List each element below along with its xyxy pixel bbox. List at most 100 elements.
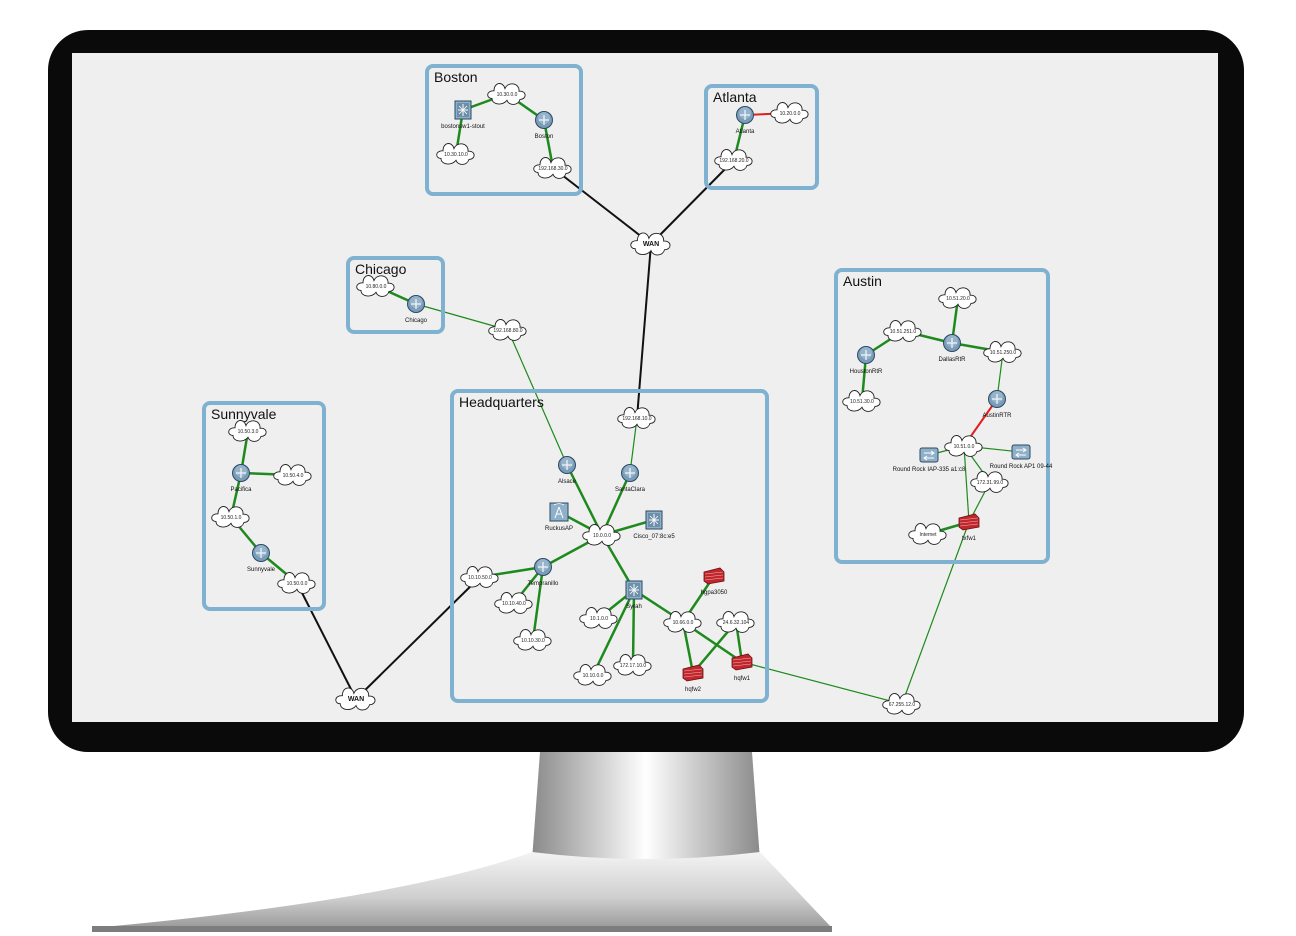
group-label: Sunnyvale — [211, 406, 277, 422]
subnet-label: 10.10.0.0 — [583, 673, 604, 679]
group-border — [836, 270, 1048, 562]
subnet-label: 10.10.40.0 — [502, 601, 526, 607]
link-h_syrah-h_c7[interactable] — [633, 590, 634, 665]
node-c_c1[interactable]: 10.80.0.0 — [357, 275, 394, 296]
node-c_rtr[interactable]: Chicago — [405, 296, 428, 325]
node-a_c2[interactable]: 192.168.20.0 — [715, 149, 752, 170]
subnet-label: 10.80.0.0 — [366, 284, 387, 290]
router-icon — [408, 296, 425, 313]
node-au_c5[interactable]: 10.51.0.0 — [945, 435, 982, 456]
subnet-label: Internet — [920, 532, 938, 538]
link-au_fw-h_c10[interactable] — [902, 522, 969, 704]
access-point-icon — [920, 448, 938, 462]
node-b_c2[interactable]: 10.30.10.0 — [437, 143, 474, 164]
node-b_rtr[interactable]: Boston — [535, 112, 554, 141]
node-label: hqfw2 — [685, 687, 702, 693]
node-wan_top[interactable]: WAN — [631, 233, 670, 255]
subnet-label: 10.50.4.0 — [283, 473, 304, 479]
node-h_c4[interactable]: 10.10.30.0 — [514, 629, 551, 650]
node-s_c4[interactable]: 10.50.0.0 — [278, 572, 315, 593]
node-s_c3[interactable]: 10.50.1.0 — [212, 506, 249, 527]
node-h_fw1[interactable]: hqfw1 — [732, 654, 752, 682]
node-au_hou[interactable]: HoustonRtR — [850, 347, 883, 376]
router-icon — [737, 107, 754, 124]
node-s_pac[interactable]: Pacifica — [230, 465, 252, 494]
subnet-label: 67.255.12.0 — [889, 702, 916, 708]
link-wan_bot-h_c2[interactable] — [356, 577, 480, 699]
node-c_c2[interactable]: 192.168.80.0 — [489, 319, 526, 340]
node-h_c3[interactable]: 10.10.40.0 — [495, 592, 532, 613]
subnet-label: 24.6.32.104 — [723, 620, 750, 626]
node-h_hgpa[interactable]: hgpa3050 — [701, 568, 728, 596]
node-s_c1[interactable]: 10.50.3.0 — [229, 420, 266, 441]
switch-icon — [646, 511, 662, 529]
node-au_c2[interactable]: 10.51.251.0 — [884, 320, 921, 341]
node-au_dal[interactable]: DallasRtR — [938, 335, 966, 364]
subnet-label: 10.0.0.0 — [593, 533, 611, 539]
node-au_c1[interactable]: 10.51.20.0 — [939, 287, 976, 308]
node-h_c2[interactable]: 10.10.50.0 — [461, 566, 498, 587]
node-h_alsace[interactable]: Alsace — [558, 457, 577, 486]
node-h_c10[interactable]: 67.255.12.0 — [883, 693, 920, 714]
group-label: Atlanta — [713, 89, 757, 105]
node-h_c8[interactable]: 10.66.0.0 — [664, 611, 701, 632]
link-b_c3-wan_top[interactable] — [553, 168, 651, 244]
node-au_fw[interactable]: txfw1 — [959, 514, 979, 542]
link-a_c2-wan_top[interactable] — [651, 160, 734, 244]
subnet-label: 192.168.80.0 — [493, 328, 522, 334]
group-label: Boston — [434, 69, 478, 85]
node-h_c6[interactable]: 10.10.0.0 — [574, 664, 611, 685]
router-icon — [559, 457, 576, 474]
link-s_c4-wan_bot[interactable] — [297, 583, 356, 699]
node-au_c6[interactable]: 172.31.99.0 — [971, 471, 1008, 492]
router-icon — [233, 465, 250, 482]
node-label: Atlanta — [736, 129, 755, 135]
node-h_temp[interactable]: Tempranillo — [528, 559, 559, 588]
subnet-label: 172.17.10.0 — [620, 663, 647, 669]
node-b_c1[interactable]: 10.30.0.0 — [488, 83, 525, 104]
firewall-icon — [959, 514, 979, 530]
node-label: hqfw1 — [734, 676, 751, 682]
router-icon — [536, 112, 553, 129]
subnet-label: 10.30.10.0 — [444, 152, 468, 158]
switch-icon — [455, 101, 471, 119]
node-s_rtr[interactable]: Sunnyvale — [247, 545, 276, 574]
node-label: txfw1 — [962, 536, 977, 542]
node-h_sc[interactable]: SantaClara — [615, 465, 646, 494]
node-h_cisco[interactable]: Cisco_07:8c:e5 — [633, 511, 675, 540]
node-h_c1[interactable]: 192.168.10.0 — [618, 407, 655, 428]
node-au_c4[interactable]: 10.51.30.0 — [843, 390, 880, 411]
node-h_c5[interactable]: 10.1.0.0 — [580, 607, 617, 628]
link-c_rtr-c_c2[interactable] — [416, 304, 508, 330]
subnet-label: 10.66.0.0 — [673, 620, 694, 626]
node-a_rtr[interactable]: Atlanta — [736, 107, 755, 136]
router-icon — [253, 545, 270, 562]
node-au_c3[interactable]: 10.51.250.0 — [984, 341, 1021, 362]
node-label: Cisco_07:8c:e5 — [633, 534, 675, 540]
node-label: Boston — [535, 134, 554, 140]
node-label: Alsace — [558, 479, 577, 485]
wan-label: WAN — [643, 241, 659, 248]
node-h_fw2[interactable]: hqfw2 — [683, 665, 703, 693]
node-label: HoustonRtR — [850, 369, 883, 375]
node-h_c9[interactable]: 24.6.32.104 — [717, 611, 754, 632]
node-au_aus[interactable]: AustinRTR — [983, 391, 1013, 420]
link-au_c5-au_fw[interactable] — [964, 446, 969, 522]
group-austin[interactable]: Austin — [836, 270, 1048, 562]
subnet-label: 10.10.50.0 — [468, 575, 492, 581]
node-label: AustinRTR — [983, 413, 1013, 419]
wan-label: WAN — [348, 696, 364, 703]
node-label: Chicago — [405, 318, 428, 324]
node-au_ap2[interactable]: Round Rock AP1 09-44 — [990, 445, 1053, 470]
node-s_c2[interactable]: 10.50.4.0 — [274, 464, 311, 485]
node-au_inet[interactable]: Internet — [909, 523, 946, 544]
node-h_syrah[interactable]: Syrah — [626, 581, 642, 610]
node-a_c1[interactable]: 10.20.0.0 — [771, 102, 808, 123]
router-icon — [858, 347, 875, 364]
node-b_c3[interactable]: 192.168.30.0 — [534, 157, 571, 178]
node-wan_bot[interactable]: WAN — [336, 688, 375, 710]
group-label: Chicago — [355, 261, 407, 277]
node-h_c7[interactable]: 172.17.10.0 — [614, 654, 651, 675]
subnet-label: 10.10.30.0 — [521, 638, 545, 644]
